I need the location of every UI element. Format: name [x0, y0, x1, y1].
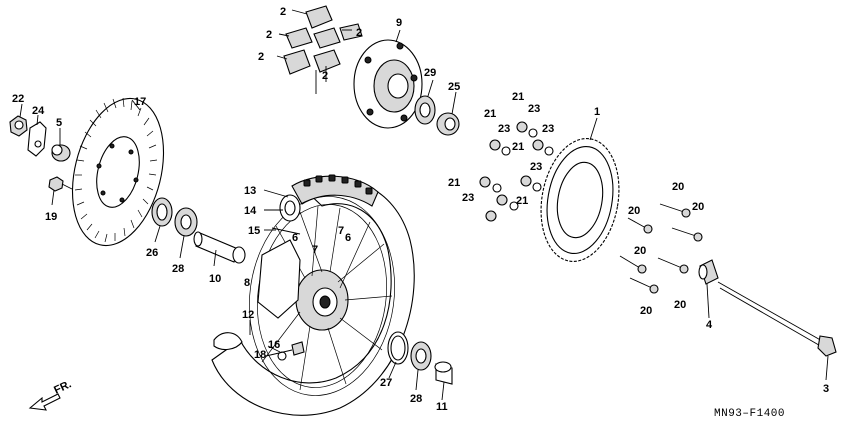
callout-7: 7	[312, 244, 318, 256]
callout-20: 20	[628, 205, 640, 217]
callout-23: 23	[530, 161, 542, 173]
callout-21: 21	[512, 141, 524, 153]
callout-4: 4	[706, 319, 713, 331]
callout-6: 6	[345, 232, 351, 244]
callout-1: 1	[594, 106, 600, 118]
nuts-washers	[479, 121, 554, 222]
bearing-28-left	[174, 207, 198, 237]
callout-10: 10	[209, 273, 221, 285]
callout-7: 7	[338, 225, 344, 237]
callout-2: 2	[356, 27, 362, 39]
callout-21: 21	[516, 195, 528, 207]
bearing-28-right	[410, 341, 432, 371]
callout-9: 9	[396, 17, 402, 29]
callout-21: 21	[448, 177, 460, 189]
callout-20: 20	[672, 181, 684, 193]
callout-11: 11	[436, 401, 448, 413]
callout-24: 24	[32, 105, 45, 117]
callout-16: 16	[268, 339, 280, 351]
callout-18: 18	[254, 349, 266, 361]
callout-23: 23	[528, 103, 540, 115]
bolts-20	[619, 203, 703, 294]
callout-2: 2	[322, 70, 328, 82]
callout-21: 21	[512, 91, 524, 103]
callout-8: 8	[244, 277, 250, 289]
bolt-19	[48, 176, 73, 192]
callout-26: 26	[146, 247, 158, 259]
direction-label: FR.	[52, 378, 73, 396]
front-direction-arrow: FR.	[28, 378, 73, 411]
callout-23: 23	[542, 123, 554, 135]
collar-25	[436, 112, 460, 136]
callout-3: 3	[823, 383, 829, 395]
plate-24	[27, 121, 47, 157]
rear-wheel	[211, 174, 415, 416]
callout-2: 2	[280, 6, 286, 18]
callout-2: 2	[266, 29, 272, 41]
callout-12: 12	[242, 309, 254, 321]
collar-4	[698, 259, 719, 285]
callout-5: 5	[56, 117, 62, 129]
callout-6: 6	[292, 232, 298, 244]
callout-2: 2	[258, 51, 264, 63]
callout-14: 14	[244, 205, 257, 217]
callout-20: 20	[640, 305, 652, 317]
callout-13: 13	[244, 185, 256, 197]
dampers	[283, 5, 363, 75]
collar-11	[434, 361, 453, 385]
bearing-26	[151, 197, 173, 227]
callout-21: 21	[484, 108, 496, 120]
callouts: 1 2 2 2 2 2 3 4 5 6 6 7 7 8 9 10 11 12 1…	[12, 6, 829, 413]
driven-sprocket	[540, 138, 620, 262]
callout-28: 28	[410, 393, 422, 405]
o-ring-27	[387, 331, 409, 365]
bearing-29	[414, 95, 436, 125]
collar-5	[51, 144, 71, 162]
drawing-code: MN93–F1400	[714, 408, 785, 420]
callout-28: 28	[172, 263, 184, 275]
rear-axle	[717, 281, 837, 357]
callout-15: 15	[248, 225, 260, 237]
collar-10	[193, 231, 246, 264]
callout-20: 20	[692, 201, 704, 213]
callout-22: 22	[12, 93, 24, 105]
brake-disc	[71, 97, 165, 247]
callout-25: 25	[448, 81, 460, 93]
callout-27: 27	[380, 377, 392, 389]
sprocket-flange	[353, 39, 423, 129]
callout-29: 29	[424, 67, 436, 79]
callout-20: 20	[674, 299, 686, 311]
nut-22	[9, 115, 28, 137]
callout-23: 23	[462, 192, 474, 204]
callout-23: 23	[498, 123, 510, 135]
callout-17: 17	[134, 96, 146, 108]
callout-19: 19	[45, 211, 57, 223]
callout-20: 20	[634, 245, 646, 257]
leader-lines	[19, 9, 829, 401]
